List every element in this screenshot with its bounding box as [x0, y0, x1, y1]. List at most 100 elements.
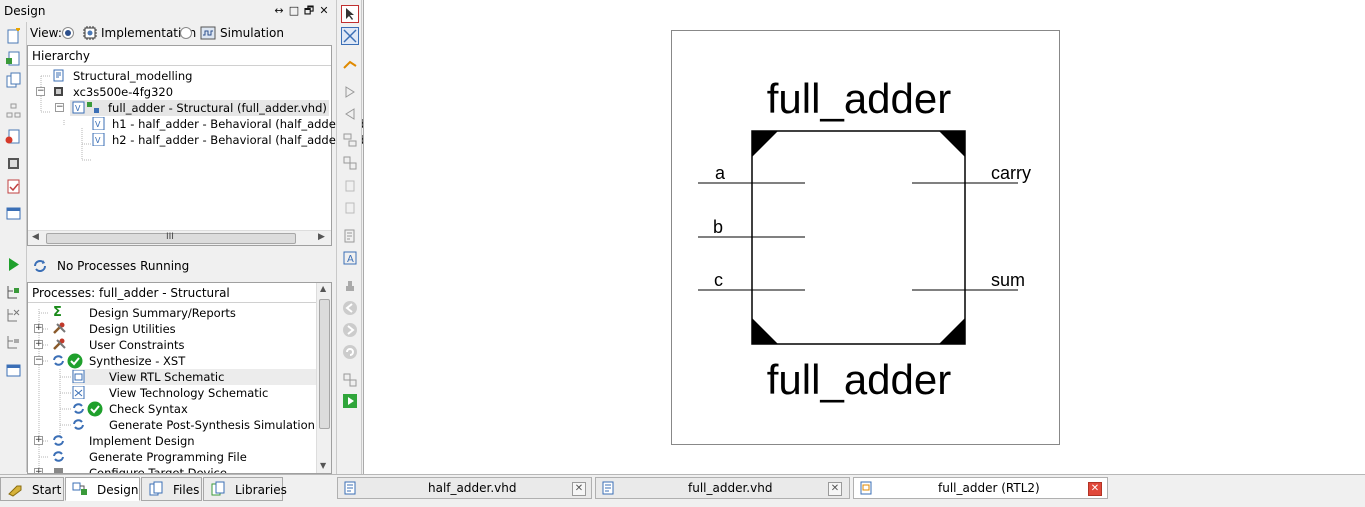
process-design-utilities[interactable]: Design Utilities	[52, 321, 176, 337]
copy-icon[interactable]	[342, 178, 358, 194]
hierarchy-up-icon[interactable]	[342, 132, 358, 148]
process-generate-programming-file[interactable]: Generate Programming File	[52, 449, 247, 465]
float-icon[interactable]: 🗗	[303, 4, 315, 17]
process-label: Generate Programming File	[89, 450, 247, 464]
process-implement-design[interactable]: Implement Design	[52, 433, 195, 449]
dock-icon[interactable]: ↔	[274, 4, 284, 17]
process-label: Check Syntax	[109, 402, 188, 416]
start-icon	[8, 485, 22, 497]
run-green-icon[interactable]	[342, 393, 358, 409]
process-layout-icon[interactable]	[5, 362, 22, 379]
implementation-icon	[83, 26, 97, 40]
tree-item-device[interactable]: xc3s500e-4fg320	[50, 84, 173, 100]
process-post-synthesis-sim[interactable]: Generate Post-Synthesis Simulation ...	[72, 417, 330, 433]
remove-source-icon[interactable]	[5, 128, 22, 145]
zoom-fit-icon[interactable]	[341, 27, 359, 45]
expand-tree-icon[interactable]	[5, 284, 22, 301]
panel-layout-icon[interactable]	[5, 205, 22, 222]
text-icon[interactable]: A	[342, 250, 358, 266]
process-design-summary[interactable]: Σ Design Summary/Reports	[52, 305, 236, 321]
nav-refresh-icon[interactable]	[342, 344, 358, 360]
new-source-icon[interactable]	[5, 28, 22, 45]
back-icon[interactable]	[342, 106, 358, 122]
add-wire-icon[interactable]	[342, 56, 358, 72]
svg-text:V: V	[95, 136, 101, 145]
run-icon[interactable]	[5, 256, 22, 273]
stamp-icon[interactable]	[342, 278, 358, 294]
expand-toggle[interactable]: +	[34, 339, 43, 349]
corner-mark	[752, 318, 778, 344]
paste-icon[interactable]	[342, 200, 358, 216]
horizontal-scrollbar[interactable]: ◀ III ▶	[28, 230, 331, 245]
simulation-radio[interactable]	[180, 27, 192, 39]
process-label: Design Summary/Reports	[89, 306, 236, 320]
implementation-radio[interactable]	[62, 27, 74, 39]
scroll-thumb[interactable]	[46, 233, 296, 244]
chip-icon[interactable]	[5, 155, 22, 172]
tab-design[interactable]: Design	[65, 477, 140, 501]
tab-files[interactable]: Files	[141, 477, 202, 501]
sigma-icon: Σ	[53, 305, 62, 320]
scroll-up-icon[interactable]: ▲	[320, 284, 327, 293]
close-tab-icon[interactable]: ✕	[828, 482, 842, 496]
restore-icon[interactable]: □	[288, 4, 300, 17]
close-tab-icon[interactable]: ✕	[1088, 482, 1102, 496]
hierarchy-icon[interactable]	[5, 102, 22, 119]
close-panel-icon[interactable]: ✕	[319, 4, 329, 17]
process-view-technology-schematic[interactable]: View Technology Schematic	[72, 385, 268, 401]
doc-tab-full-adder-rtl[interactable]: full_adder (RTL2) ✕	[853, 477, 1108, 499]
pin-b-label: b	[713, 217, 723, 237]
check-document-icon[interactable]	[5, 178, 22, 195]
layout-icon[interactable]	[342, 372, 358, 388]
tree-item-project[interactable]: Structural_modelling	[50, 68, 192, 84]
tab-start[interactable]: Start	[0, 477, 64, 501]
close-tab-icon[interactable]: ✕	[572, 482, 586, 496]
scroll-down-icon[interactable]: ▼	[320, 461, 327, 470]
add-copy-icon[interactable]	[5, 72, 22, 89]
tree-item-label: Structural_modelling	[73, 69, 193, 83]
collapse-toggle[interactable]: −	[34, 355, 43, 365]
process-view-rtl-schematic[interactable]: View RTL Schematic	[72, 369, 316, 385]
process-configure-target-device[interactable]: Configure Target Device	[52, 465, 227, 473]
expand-toggle[interactable]: +	[34, 468, 43, 473]
select-arrow-icon[interactable]	[341, 5, 359, 23]
doc-tab-full-adder[interactable]: full_adder.vhd ✕	[595, 477, 850, 499]
nav-forward-icon[interactable]	[342, 322, 358, 338]
design-icon	[72, 482, 87, 495]
add-source-icon[interactable]	[5, 50, 22, 67]
collapse-toggle[interactable]: −	[36, 86, 45, 96]
expand-toggle[interactable]: +	[34, 435, 43, 445]
refresh-icon	[53, 435, 64, 446]
tree-item-h1[interactable]: V h1 - half_adder - Behavioral (half_add…	[92, 116, 369, 132]
corner-mark	[752, 131, 778, 157]
vertical-scrollbar[interactable]: ▲ ▼	[316, 283, 331, 473]
tab-label: Libraries	[235, 483, 287, 497]
collapse-toggle[interactable]: −	[55, 102, 64, 112]
full-adder-symbol[interactable]: full_adder a b c carry sum full_adder	[672, 31, 1059, 444]
collapse-tree-icon[interactable]	[5, 307, 22, 324]
nav-back-icon[interactable]	[342, 300, 358, 316]
svg-text:A: A	[347, 254, 354, 265]
tree-item-full-adder[interactable]: V full_adder - Structural (full_adder.vh…	[70, 100, 329, 116]
refresh-icon	[34, 260, 46, 272]
doc-tab-half-adder[interactable]: half_adder.vhd ✕	[337, 477, 592, 499]
scroll-right-icon[interactable]: ▶	[318, 232, 325, 242]
tree-item-h2[interactable]: V h2 - half_adder - Behavioral (half_add…	[92, 132, 369, 148]
schematic-canvas[interactable]: full_adder a b c carry sum full_adder	[363, 0, 1365, 474]
process-check-syntax[interactable]: Check Syntax	[72, 401, 188, 417]
corner-mark	[939, 318, 965, 344]
implementation-label[interactable]: Implementation	[101, 26, 197, 40]
forward-icon[interactable]	[342, 84, 358, 100]
rerun-icon[interactable]	[5, 334, 22, 351]
check-icon	[87, 401, 103, 417]
scroll-thumb[interactable]	[319, 299, 330, 429]
expand-toggle[interactable]: +	[34, 323, 43, 333]
hierarchy-view: Hierarchy Structural_modelling − xc3s500…	[27, 45, 369, 246]
push-into-icon[interactable]	[342, 155, 358, 171]
process-user-constraints[interactable]: User Constraints	[52, 337, 184, 353]
process-synthesize[interactable]: Synthesize - XST	[52, 353, 185, 369]
simulation-label[interactable]: Simulation	[220, 26, 284, 40]
properties-icon[interactable]	[342, 228, 358, 244]
scroll-left-icon[interactable]: ◀	[32, 232, 39, 242]
tab-libraries[interactable]: Libraries	[203, 477, 287, 501]
